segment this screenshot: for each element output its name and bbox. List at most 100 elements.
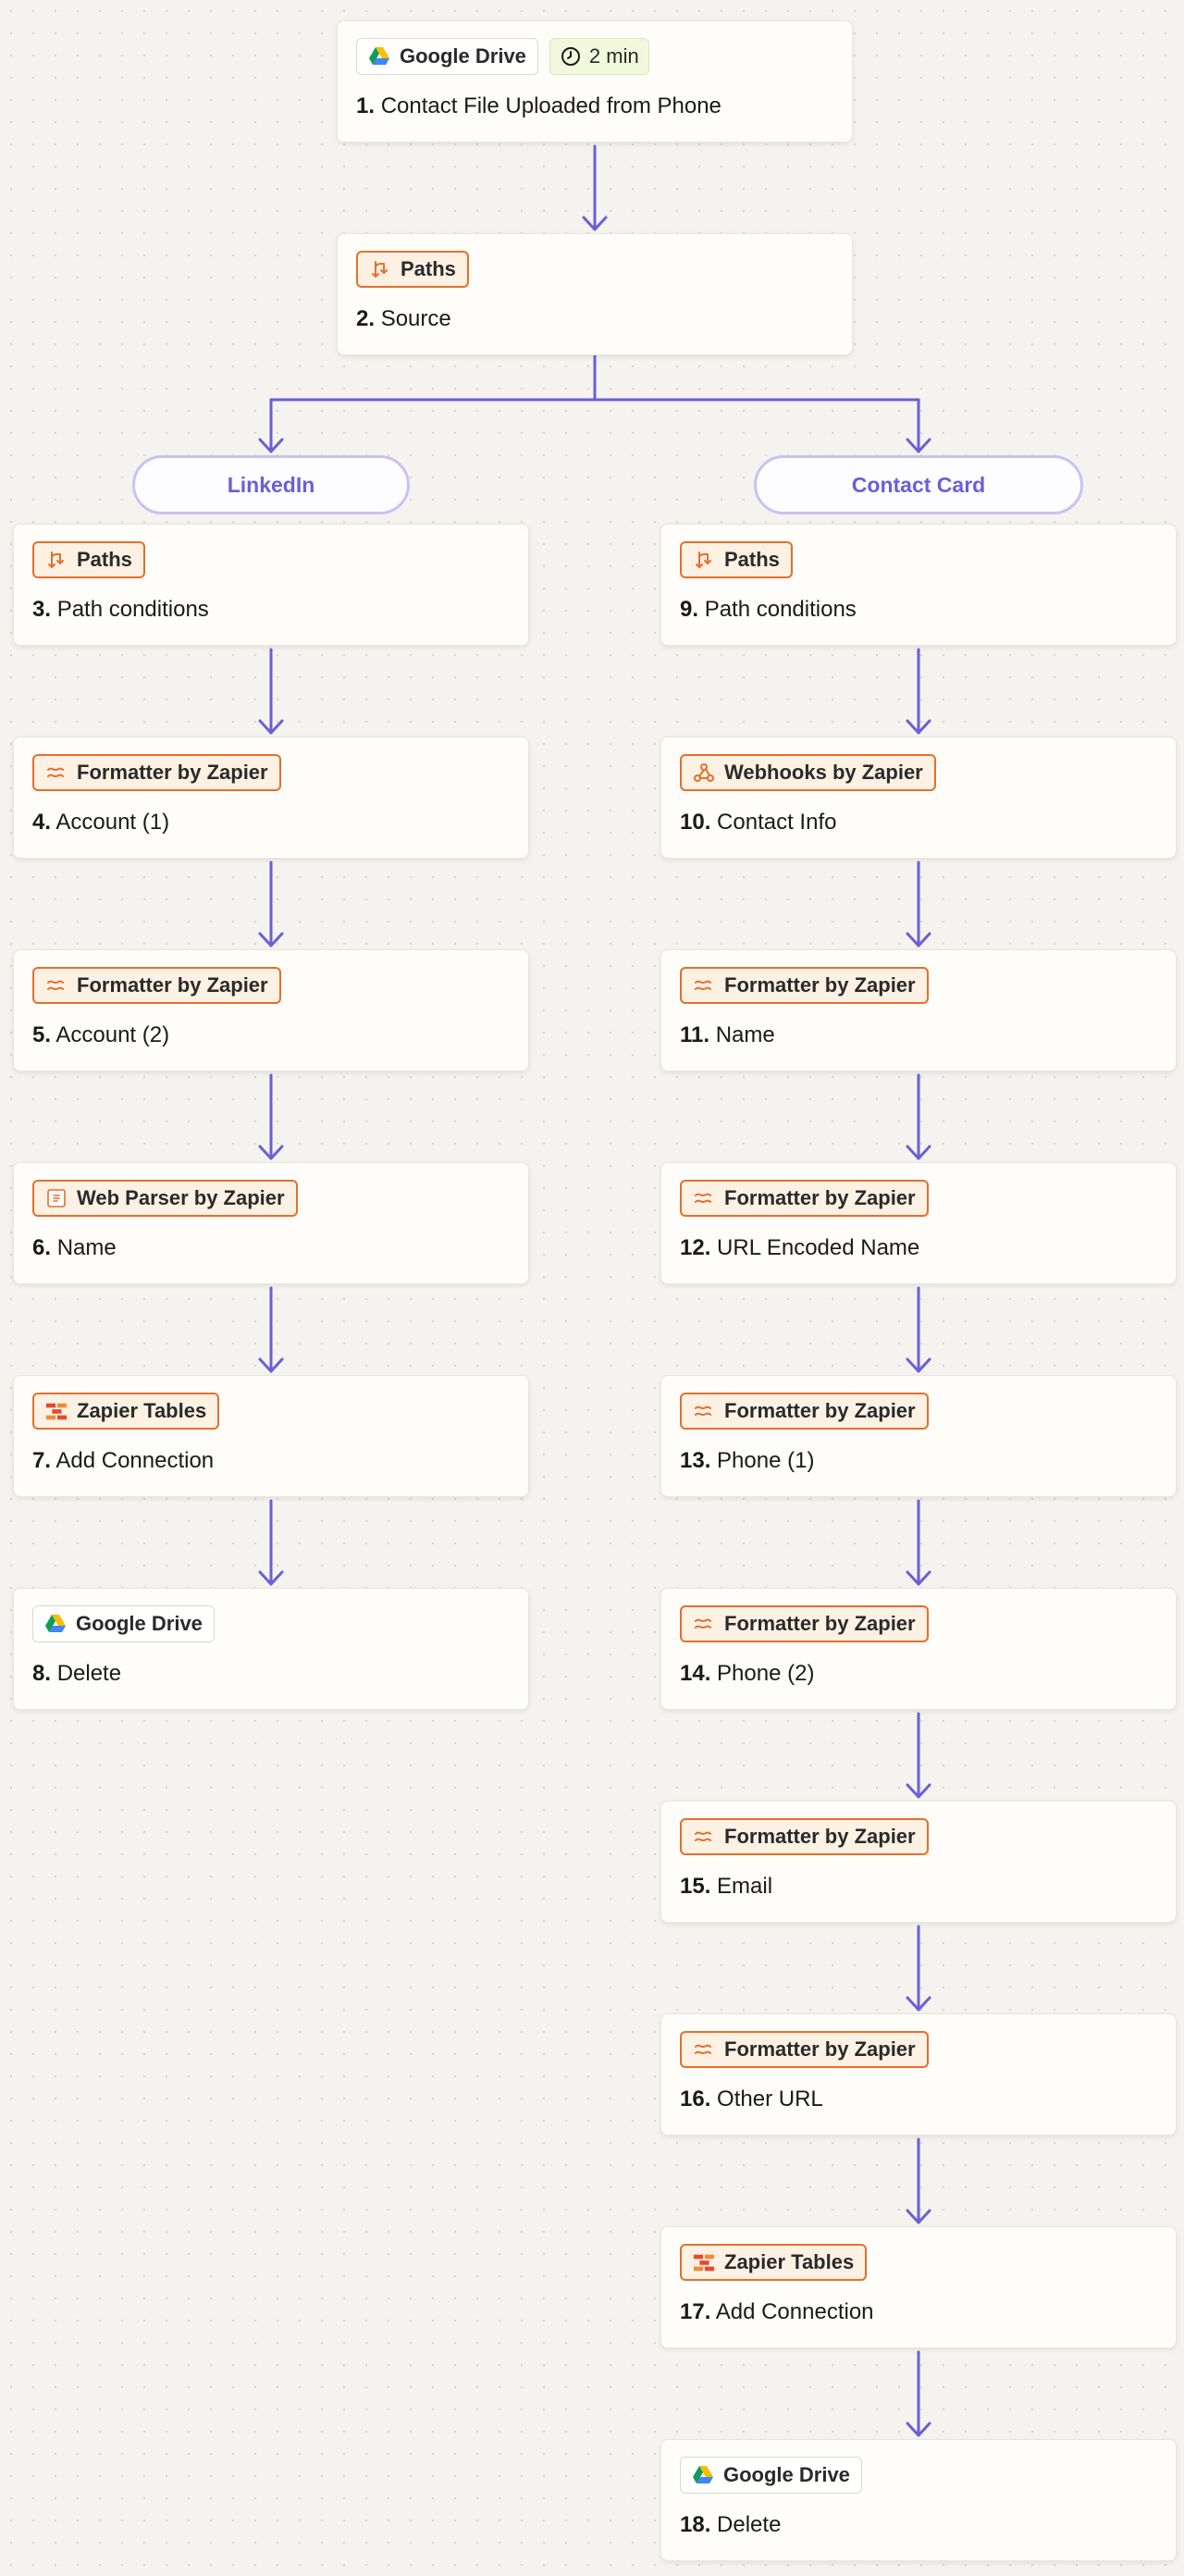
step-title: 13. Phone (1)	[680, 1448, 814, 1474]
step-name: Account (2)	[56, 1022, 170, 1047]
app-badge[interactable]: Formatter by Zapier	[680, 1818, 929, 1855]
app-name: Google Drive	[76, 1612, 203, 1635]
step-name: Path conditions	[704, 597, 857, 622]
app-badge[interactable]: Formatter by Zapier	[32, 754, 281, 791]
step-number: 11.	[680, 1022, 710, 1047]
step-number: 7.	[32, 1448, 52, 1473]
arrow-head	[906, 719, 931, 735]
google-drive-icon	[368, 45, 390, 68]
app-badge[interactable]: Formatter by Zapier	[680, 2031, 929, 2068]
step-title: 7. Add Connection	[32, 1448, 214, 1474]
arrow-head	[906, 2421, 931, 2437]
step-card-1[interactable]: Google Drive 2 min 1. Contact File Upload…	[337, 20, 853, 142]
step-card-3[interactable]: Paths 3. Path conditions	[13, 524, 529, 646]
arrow-head	[906, 2209, 931, 2224]
path-label-linkedin[interactable]: LinkedIn	[132, 455, 410, 514]
step-badges: Zapier Tables	[32, 1393, 220, 1430]
step-badges: Web Parser by Zapier	[32, 1180, 298, 1217]
step-title: 3. Path conditions	[32, 597, 209, 623]
step-name: Delete	[717, 2512, 782, 2537]
app-badge[interactable]: Google Drive	[680, 2457, 862, 2494]
app-name: Formatter by Zapier	[77, 761, 268, 784]
app-badge[interactable]: Google Drive	[356, 38, 538, 75]
zapier-tables-icon	[45, 1400, 68, 1422]
app-name: Google Drive	[723, 2463, 850, 2486]
step-card-6[interactable]: Web Parser by Zapier 6. Name	[13, 1162, 529, 1284]
step-name: Phone (1)	[717, 1448, 815, 1473]
path-label-contact-card[interactable]: Contact Card	[754, 455, 1083, 514]
step-number: 5.	[32, 1022, 52, 1047]
step-name: Other URL	[717, 2087, 823, 2112]
app-name: Formatter by Zapier	[724, 1186, 916, 1209]
formatter-icon	[693, 2038, 715, 2061]
step-title: 6. Name	[32, 1235, 117, 1261]
step-badges: Formatter by Zapier	[680, 1393, 929, 1430]
step-title: 1. Contact File Uploaded from Phone	[356, 93, 722, 119]
duration-badge: 2 min	[549, 38, 649, 75]
step-name: Delete	[56, 1661, 122, 1686]
app-name: Webhooks by Zapier	[724, 761, 923, 784]
step-badges: Google Drive	[32, 1605, 215, 1642]
app-name: Formatter by Zapier	[724, 2037, 916, 2061]
step-card-17[interactable]: Zapier Tables 17. Add Connection	[660, 2226, 1177, 2348]
step-name: Phone (2)	[717, 1661, 815, 1686]
app-badge[interactable]: Paths	[680, 541, 793, 578]
step-card-7[interactable]: Zapier Tables 7. Add Connection	[13, 1375, 529, 1497]
step-title: 17. Add Connection	[680, 2299, 874, 2325]
step-badges: Google Drive	[680, 2457, 862, 2494]
formatter-icon	[693, 1187, 715, 1209]
step-card-5[interactable]: Formatter by Zapier 5. Account (2)	[13, 949, 529, 1071]
step-card-13[interactable]: Formatter by Zapier 13. Phone (1)	[660, 1375, 1177, 1497]
arrow-head	[258, 1145, 284, 1160]
step-name: Name	[715, 1022, 775, 1047]
step-card-10[interactable]: Webhooks by Zapier 10. Contact Info	[660, 737, 1177, 859]
step-card-8[interactable]: Google Drive 8. Delete	[13, 1588, 529, 1710]
step-name: Add Connection	[715, 2299, 874, 2324]
step-title: 8. Delete	[32, 1661, 121, 1687]
arrow-head	[258, 932, 284, 947]
step-card-11[interactable]: Formatter by Zapier 11. Name	[660, 949, 1177, 1071]
step-number: 2.	[356, 306, 376, 331]
step-badges: Webhooks by Zapier	[680, 754, 936, 791]
step-number: 13.	[680, 1448, 711, 1473]
arrow-head	[258, 719, 284, 735]
app-name: Paths	[401, 257, 456, 280]
app-badge[interactable]: Formatter by Zapier	[680, 1393, 929, 1430]
formatter-icon	[693, 1826, 715, 1848]
app-badge[interactable]: Formatter by Zapier	[32, 967, 281, 1004]
app-badge[interactable]: Formatter by Zapier	[680, 967, 929, 1004]
step-card-15[interactable]: Formatter by Zapier 15. Email	[660, 1801, 1177, 1923]
arrow-head	[582, 216, 608, 231]
app-name: Paths	[77, 548, 132, 571]
app-badge[interactable]: Paths	[356, 251, 469, 288]
app-badge[interactable]: Webhooks by Zapier	[680, 754, 936, 791]
app-badge[interactable]: Web Parser by Zapier	[32, 1180, 298, 1217]
google-drive-icon	[44, 1613, 67, 1635]
app-badge[interactable]: Google Drive	[32, 1605, 215, 1642]
step-name: Contact Info	[717, 810, 837, 835]
app-badge[interactable]: Formatter by Zapier	[680, 1180, 929, 1217]
app-badge[interactable]: Formatter by Zapier	[680, 1605, 929, 1642]
step-badges: Paths	[680, 541, 793, 578]
app-badge[interactable]: Zapier Tables	[680, 2244, 868, 2281]
paths-icon	[693, 549, 715, 571]
step-badges: Formatter by Zapier	[680, 2031, 929, 2068]
arrow-head	[258, 438, 284, 453]
step-name: Name	[56, 1235, 117, 1260]
web-parser-icon	[45, 1187, 68, 1209]
step-number: 12.	[680, 1235, 711, 1260]
app-badge[interactable]: Paths	[32, 541, 145, 578]
step-title: 15. Email	[680, 1874, 772, 1900]
step-title: 10. Contact Info	[680, 810, 836, 836]
app-name: Formatter by Zapier	[724, 973, 916, 997]
step-name: Account (1)	[56, 810, 170, 835]
app-badge[interactable]: Zapier Tables	[32, 1393, 220, 1430]
